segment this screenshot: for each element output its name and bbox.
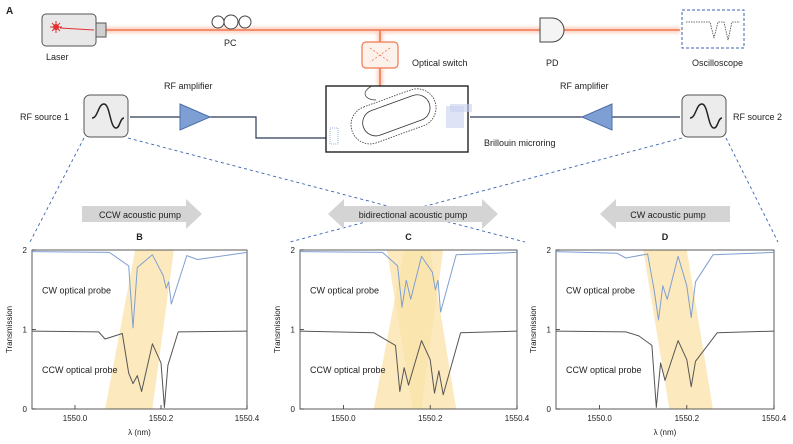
rf-source-2-label: RF source 2 [733, 112, 782, 122]
pump-arrow-bidirectional: bidirectional acoustic pump [328, 199, 498, 229]
y-tick-label: 0 [291, 405, 296, 414]
chart-panel-d: D 0 1 2 1550.0 1550.2 1550.4 Transmission λ (nm)… [529, 232, 787, 437]
y-tick-label: 0 [547, 405, 552, 414]
oscilloscope-label: Oscilloscope [692, 58, 743, 68]
series-label-ccw: CCW optical probe [566, 365, 642, 375]
pump-arrow-ccw: CCW acoustic pump [82, 199, 202, 229]
rf-source-1-label: RF source 1 [20, 112, 69, 122]
pc-label: PC [224, 38, 237, 48]
series-line-cw [555, 251, 775, 321]
x-tick-label: 1550.0 [63, 414, 88, 423]
microring-label: Brillouin microring [484, 138, 556, 148]
y-tick-label: 2 [547, 246, 552, 255]
laser-icon [41, 13, 107, 47]
optical-switch-label: Optical switch [412, 58, 468, 68]
series-label-cw: CW optical probe [310, 286, 379, 296]
x-tick-label: 1550.4 [235, 414, 260, 423]
chart-panel-c: C 0 1 2 1550.0 1550.2 1550.4 Transmission CW opt… [273, 232, 530, 423]
pump-arrow-cw-label: CW acoustic pump [630, 210, 706, 220]
optical-fiber [102, 27, 680, 86]
pd-label: PD [546, 58, 559, 68]
transmission-charts: B 0 1 2 1550.0 1550.2 1550.4 Transmission λ (nm)… [5, 232, 787, 437]
series-label-cw: CW optical probe [42, 286, 111, 296]
series-line-cw [299, 251, 518, 313]
optical-switch-icon [361, 41, 399, 69]
x-tick-label: 1550.2 [149, 414, 174, 423]
rf-source-1-icon [83, 94, 129, 138]
polarization-controller-icon [211, 14, 252, 30]
series-line-cw [31, 251, 248, 329]
rf-amplifier-left-icon [179, 103, 212, 131]
oscilloscope-icon [681, 9, 745, 49]
x-axis-label: λ (nm) [128, 428, 151, 437]
photodetector-icon [539, 17, 565, 43]
series-line-ccw [31, 330, 248, 408]
dashed-connectors [29, 137, 779, 243]
y-tick-label: 2 [291, 246, 296, 255]
y-tick-label: 0 [23, 405, 28, 414]
y-axis-label: Transmission [5, 306, 14, 353]
x-tick-label: 1550.2 [675, 414, 700, 423]
rf-amplifier-right-label: RF amplifier [560, 81, 609, 91]
rf-source-2-icon [681, 94, 727, 138]
rf-amplifier-left-label: RF amplifier [164, 81, 213, 91]
panel-letter: C [405, 232, 412, 242]
x-axis-label: λ (nm) [654, 428, 677, 437]
brillouin-microring-icon [325, 85, 472, 153]
panel-letter: D [662, 232, 669, 242]
panel-letter: B [136, 232, 143, 242]
x-tick-label: 1550.4 [762, 414, 787, 423]
series-label-ccw: CCW optical probe [42, 365, 118, 375]
highlight-band [643, 250, 713, 409]
y-tick-label: 2 [23, 246, 28, 255]
y-tick-label: 1 [23, 326, 28, 335]
x-tick-label: 1550.4 [505, 414, 530, 423]
pump-arrow-ccw-label: CCW acoustic pump [99, 210, 181, 220]
x-tick-label: 1550.0 [587, 414, 612, 423]
highlight-band [105, 250, 174, 409]
pump-arrow-bidirectional-label: bidirectional acoustic pump [359, 210, 468, 220]
pump-arrow-cw: CW acoustic pump [600, 199, 730, 229]
x-tick-label: 1550.0 [331, 414, 356, 423]
rf-amplifier-right-icon [580, 103, 613, 131]
laser-label: Laser [46, 52, 69, 62]
panel-a-letter: A [6, 6, 13, 17]
highlight-band [386, 250, 457, 409]
series-label-cw: CW optical probe [566, 286, 635, 296]
y-axis-label: Transmission [529, 306, 538, 353]
series-label-ccw: CCW optical probe [310, 365, 386, 375]
series-line-ccw [555, 330, 775, 408]
series-line-ccw [299, 330, 518, 396]
y-axis-label: Transmission [273, 306, 282, 353]
y-tick-label: 1 [547, 326, 552, 335]
y-tick-label: 1 [291, 326, 296, 335]
x-tick-label: 1550.2 [418, 414, 443, 423]
chart-panel-b: B 0 1 2 1550.0 1550.2 1550.4 Transmission λ (nm)… [5, 232, 260, 437]
